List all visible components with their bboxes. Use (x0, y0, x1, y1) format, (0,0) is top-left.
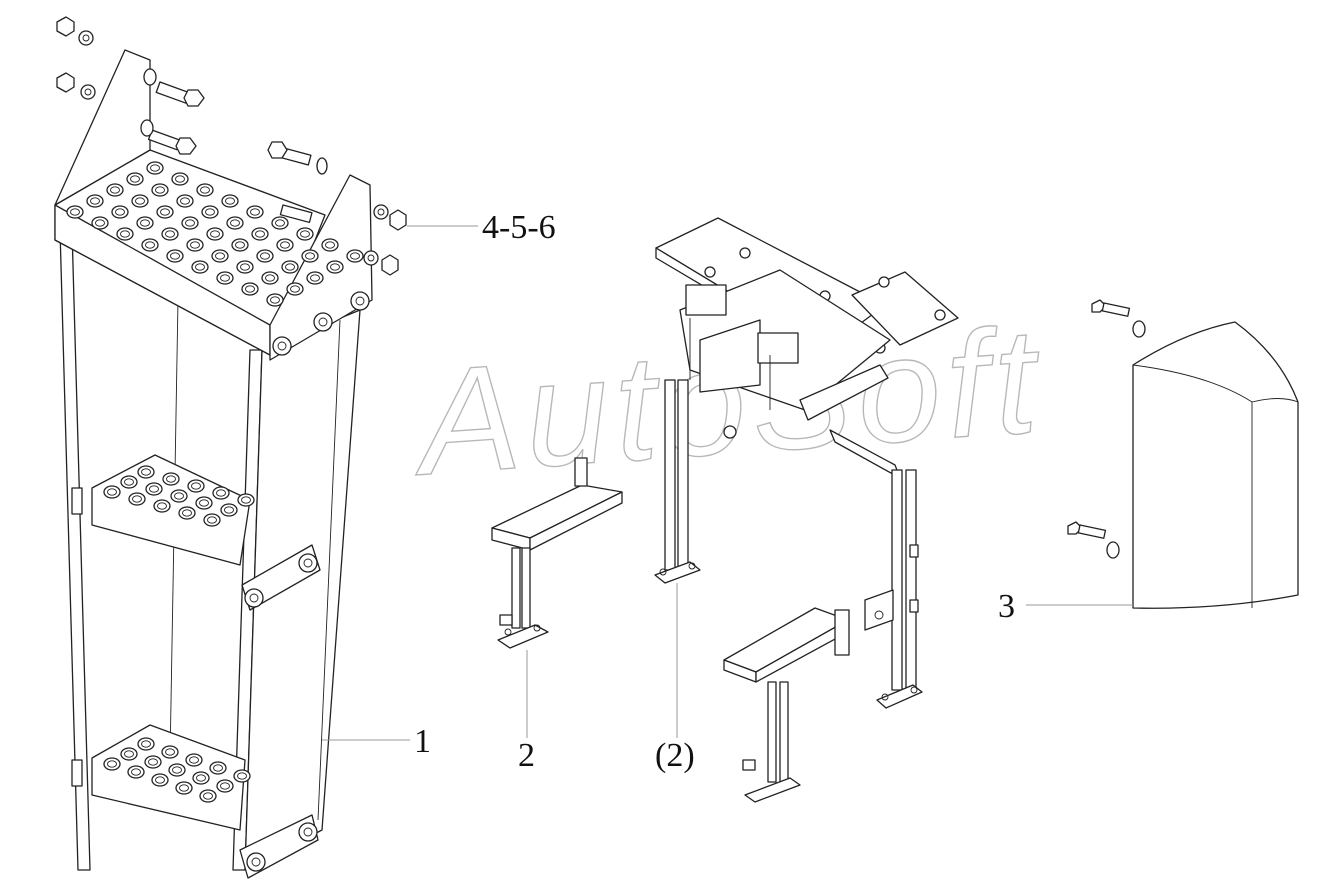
step-hole (131, 194, 149, 208)
step-hole (171, 172, 189, 186)
left-step-bracket (491, 457, 623, 649)
step-hole (162, 472, 180, 486)
step-hole (66, 205, 84, 219)
step-hole (199, 789, 217, 803)
bolt-icon (1067, 299, 1146, 559)
callout-ladder: 1 (414, 723, 431, 760)
step-hole (203, 513, 221, 527)
step-hole (126, 172, 144, 186)
step-hole (226, 216, 244, 230)
ladder-left-gusset (54, 49, 151, 206)
step-hole (127, 765, 145, 779)
step-hole (91, 216, 109, 230)
step-hole (209, 761, 227, 775)
center-support-frame (654, 217, 959, 803)
step-hole (233, 769, 251, 783)
nut-icon (56, 16, 96, 100)
step-hole (151, 773, 169, 787)
step-hole (137, 737, 155, 751)
step-hole (141, 238, 159, 252)
step-hole (103, 485, 121, 499)
step-hole (181, 216, 199, 230)
step-hole (237, 493, 255, 507)
step-hole (120, 475, 138, 489)
step-hole (128, 492, 146, 506)
step-hole (103, 757, 121, 771)
step-hole (221, 194, 239, 208)
step-hole (306, 271, 324, 285)
fastener-set: 4-5-6 (56, 16, 556, 276)
callout-bracket-left: 2 (518, 737, 535, 774)
step-hole (146, 161, 164, 175)
step-hole (266, 293, 284, 307)
step-hole (220, 503, 238, 517)
step-hole (271, 216, 289, 230)
ladder-right-gusset (269, 174, 373, 361)
step-hole (346, 249, 364, 263)
step-hole (296, 227, 314, 241)
step-hole (178, 506, 196, 520)
step-hole (301, 249, 319, 263)
ladder-bolt-heads (71, 291, 370, 872)
bolt-icon (140, 68, 328, 224)
step-hole (191, 260, 209, 274)
step-hole (206, 227, 224, 241)
ladder-bottom-step (91, 724, 246, 831)
step-hole (106, 183, 124, 197)
step-hole (261, 271, 279, 285)
step-hole (116, 227, 134, 241)
step-hole (185, 753, 203, 767)
step-hole (281, 260, 299, 274)
cover-panel (1067, 299, 1299, 609)
callout-fasteners: 4-5-6 (482, 209, 556, 246)
step-hole (156, 205, 174, 219)
step-hole (176, 194, 194, 208)
step-hole (161, 745, 179, 759)
step-hole (166, 249, 184, 263)
step-hole (326, 260, 344, 274)
step-hole (201, 205, 219, 219)
step-hole (120, 747, 138, 761)
callout-cover: 3 (998, 588, 1015, 625)
step-hole (144, 755, 162, 769)
step-hole (241, 282, 259, 296)
step-hole (195, 496, 213, 510)
washer-icon (363, 204, 407, 276)
step-hole (186, 238, 204, 252)
step-hole (256, 249, 274, 263)
step-hole (137, 465, 155, 479)
step-hole (236, 260, 254, 274)
step-hole (151, 183, 169, 197)
step-hole (187, 479, 205, 493)
step-hole (161, 227, 179, 241)
ladder-top-step-holes (66, 161, 364, 307)
step-hole (231, 238, 249, 252)
step-hole (211, 249, 229, 263)
step-hole (145, 482, 163, 496)
step-hole (86, 194, 104, 208)
step-hole (196, 183, 214, 197)
step-hole (192, 771, 210, 785)
step-hole (246, 205, 264, 219)
callout-bracket-center: (2) (655, 737, 695, 774)
step-hole (111, 205, 129, 219)
ladder-assembly (54, 49, 373, 879)
step-hole (276, 238, 294, 252)
step-hole (212, 486, 230, 500)
step-hole (216, 271, 234, 285)
step-hole (175, 781, 193, 795)
step-hole (286, 282, 304, 296)
step-hole (170, 489, 188, 503)
step-hole (168, 763, 186, 777)
step-hole (136, 216, 154, 230)
step-hole (216, 779, 234, 793)
step-hole (153, 499, 171, 513)
step-hole (251, 227, 269, 241)
step-hole (321, 238, 339, 252)
